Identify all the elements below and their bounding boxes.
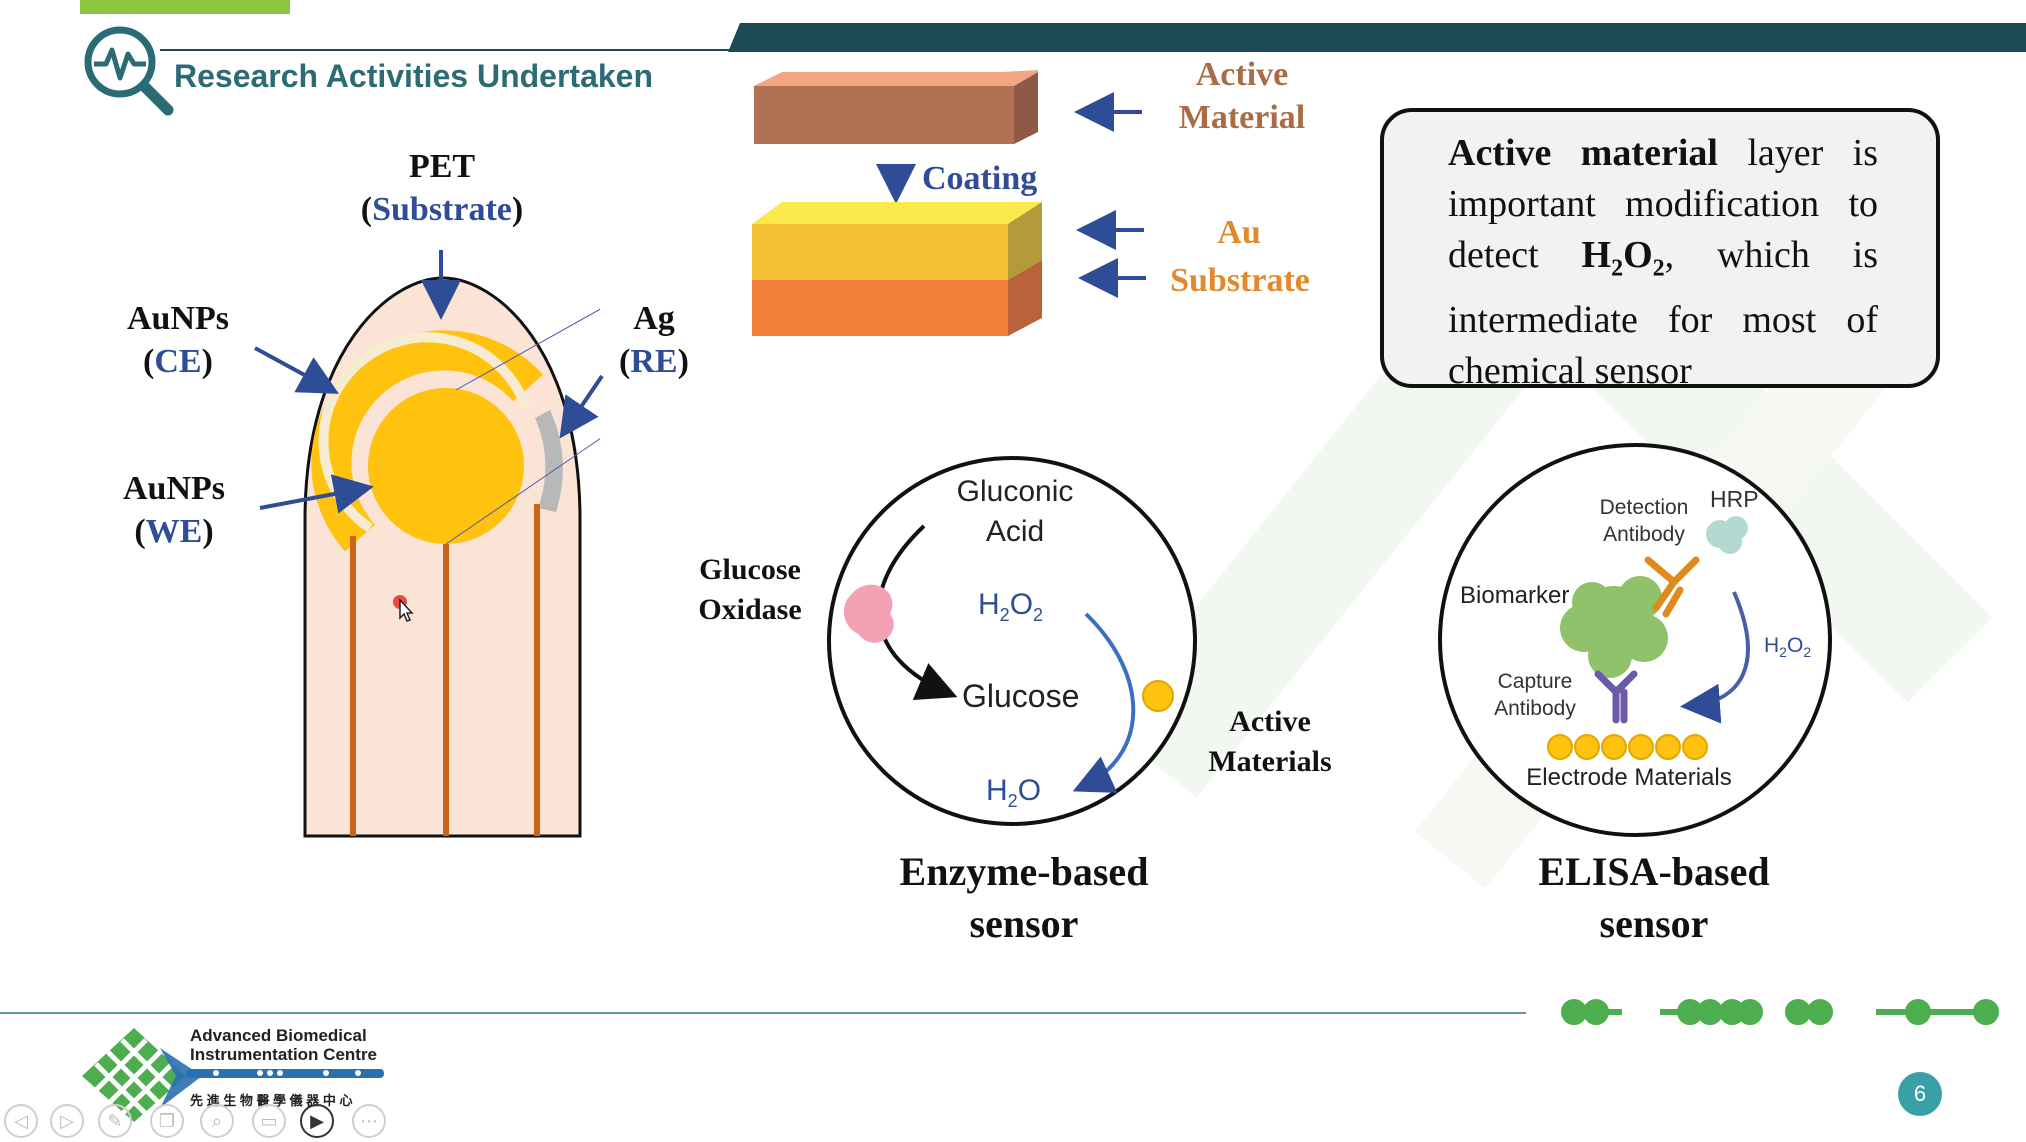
substrate-label: Substrate (372, 190, 512, 228)
note-box: Active material layer is important modif… (1380, 108, 1940, 392)
aunps-we-label: AuNPs (WE) (122, 470, 226, 550)
h2o2-enzyme-label: H2O2 (978, 588, 1044, 625)
active-material-label: Active Material (1178, 56, 1306, 136)
accent-tab (80, 0, 290, 14)
enzyme-caption: Enzyme-based sensor (899, 849, 1149, 946)
footer-divider (0, 1012, 1526, 1014)
header-bar (160, 23, 2026, 52)
detection-antibody-label: Detection Antibody (1599, 496, 1689, 546)
elisa-circle (1438, 443, 1832, 837)
page-number-badge: 6 (1898, 1072, 1942, 1116)
pet-label: PET (Substrate) (360, 148, 524, 228)
hrp-label: HRP (1710, 486, 1759, 512)
active-materials-label: Active Materials (1208, 705, 1332, 778)
prev-icon[interactable]: ◁ (4, 1104, 38, 1138)
elisa-caption: ELISA-based sensor (1538, 849, 1770, 946)
camera-icon[interactable]: ▶ (300, 1104, 334, 1138)
footer-decoration (1561, 999, 1999, 1025)
substrate-layer-label: Substrate (1170, 262, 1310, 299)
subtitles-icon[interactable]: ▭ (252, 1104, 286, 1138)
page-title: Research Activities Undertaken (174, 58, 654, 94)
cursor-icon (393, 595, 414, 622)
glucose-label: Glucose (962, 678, 1080, 714)
logo-text: Advanced Biomedical Instrumentation Cent… (190, 1026, 378, 1064)
logo-dots-bar (186, 1069, 384, 1078)
glucose-oxidase-label: Glucose Oxidase (698, 553, 802, 626)
copy-icon[interactable]: ❐ (150, 1104, 184, 1138)
biomarker-label: Biomarker (1460, 582, 1570, 609)
abic-logo-icon (82, 1028, 202, 1122)
more-icon[interactable]: ⋯ (352, 1104, 386, 1138)
capture-antibody-label: Capture Antibody (1494, 670, 1576, 720)
gluconic-acid-label: Gluconic Acid (956, 475, 1074, 548)
h2o-label: H2O (986, 774, 1042, 811)
electrode-diagram (303, 276, 600, 838)
search-pulse-icon (84, 26, 174, 116)
coating-label: Coating (922, 160, 1038, 197)
ag-re-label: Ag (RE) (619, 300, 689, 380)
enzyme-circle (827, 456, 1197, 826)
h2o2-elisa-label: H2O2 (1764, 634, 1812, 661)
au-label: Au (1217, 214, 1261, 251)
layer-stack (752, 70, 1042, 336)
electrode-materials-label: Electrode Materials (1526, 764, 1732, 791)
next-icon[interactable]: ▷ (50, 1104, 84, 1138)
zoom-icon[interactable]: ⌕ (200, 1104, 234, 1138)
aunps-ce-label: AuNPs (CE) (126, 300, 230, 380)
pen-icon[interactable]: ✎ (98, 1104, 132, 1138)
